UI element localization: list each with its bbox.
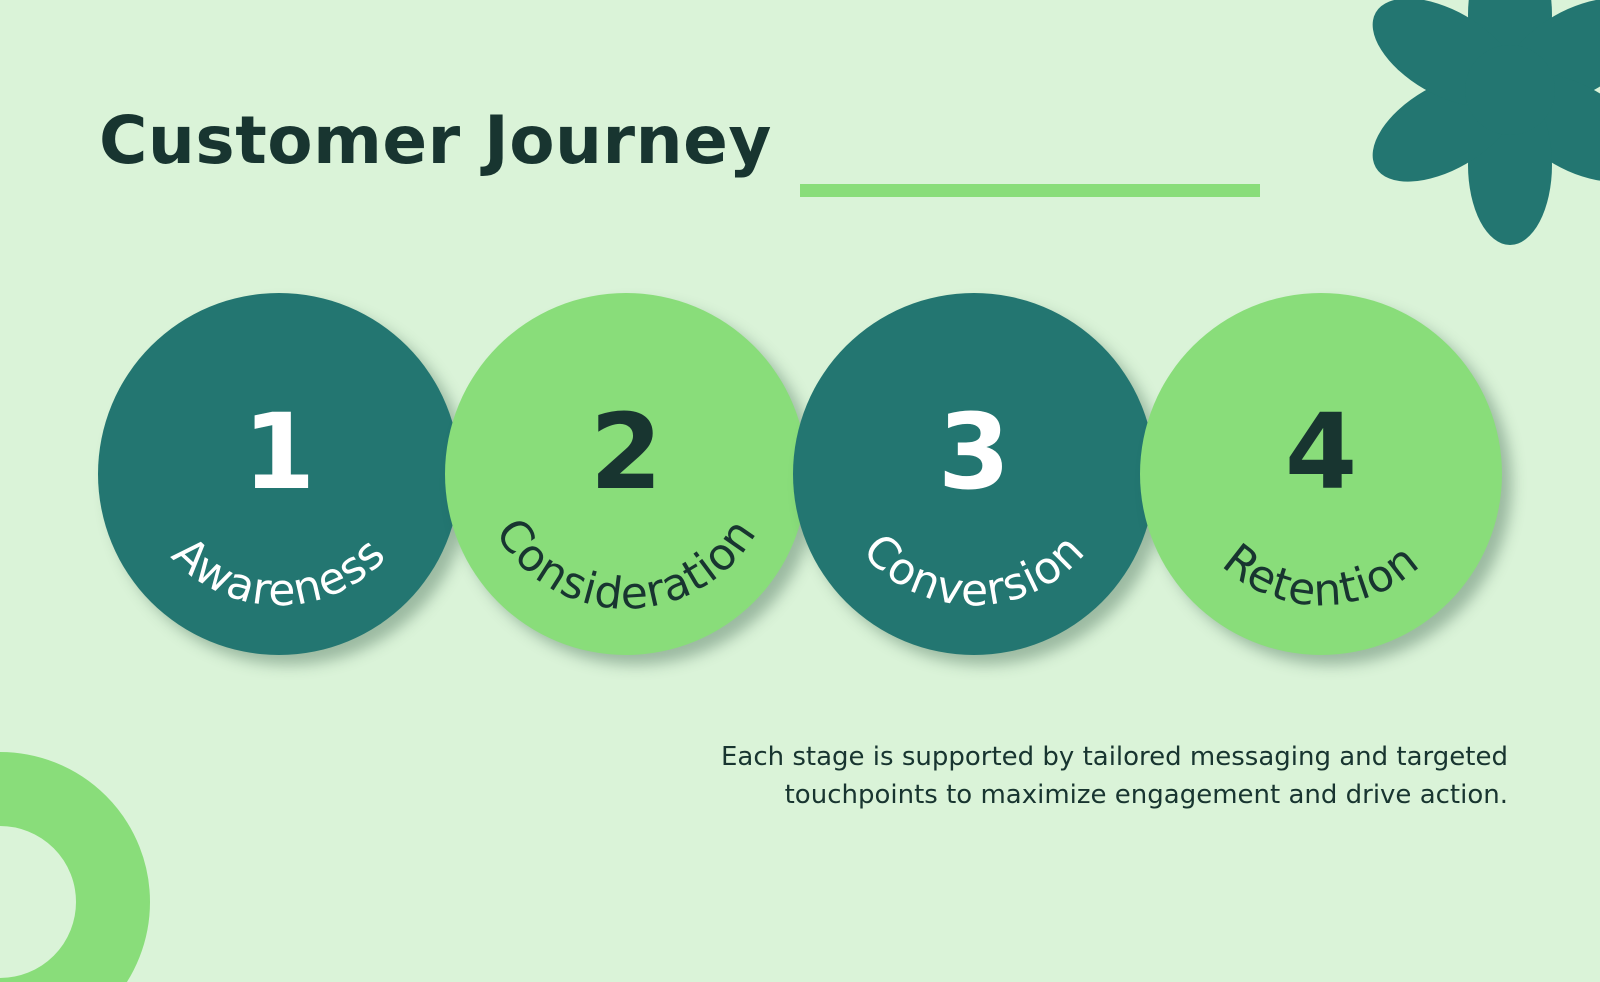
title-underline [800, 184, 1260, 197]
stage-circle [793, 293, 1155, 655]
stage-number: 2 [589, 391, 663, 513]
journey-stages: 1 Awareness 2 Consideration 3 [98, 293, 1502, 655]
description-line-2: touchpoints to maximize engagement and d… [784, 780, 1508, 810]
stage-circle [445, 293, 807, 655]
svg-text:Retention: Retention [1213, 534, 1428, 617]
stage-label: Retention [1213, 534, 1427, 617]
stage-circle [1140, 293, 1502, 655]
stage-label-arc: Awareness [162, 527, 395, 616]
stage-circle [98, 293, 460, 655]
svg-text:Consideration: Consideration [485, 509, 766, 620]
stage-number: 3 [937, 391, 1011, 513]
stage-consideration: 2 Consideration [445, 293, 807, 655]
stage-label: Consideration [485, 509, 765, 620]
stage-number: 4 [1284, 391, 1358, 513]
stage-label: Awareness [162, 527, 394, 616]
description-line-1: Each stage is supported by tailored mess… [720, 742, 1508, 772]
stage-label-arc: Consideration [485, 509, 766, 620]
stage-awareness: 1 Awareness [98, 293, 460, 655]
svg-text:Awareness: Awareness [162, 527, 395, 616]
description-text: Each stage is supported by tailored mess… [608, 738, 1508, 814]
stage-conversion: 3 Conversion [793, 293, 1155, 655]
svg-text:Conversion: Conversion [853, 524, 1094, 616]
stage-label-arc: Retention [1213, 534, 1428, 617]
stage-retention: 4 Retention [1140, 293, 1502, 655]
stage-label-arc: Conversion [853, 524, 1094, 616]
page-title: Customer Journey [99, 102, 772, 179]
stage-label: Conversion [853, 524, 1093, 616]
flower-decoration-icon [1372, 0, 1600, 245]
stage-number: 1 [242, 391, 316, 513]
